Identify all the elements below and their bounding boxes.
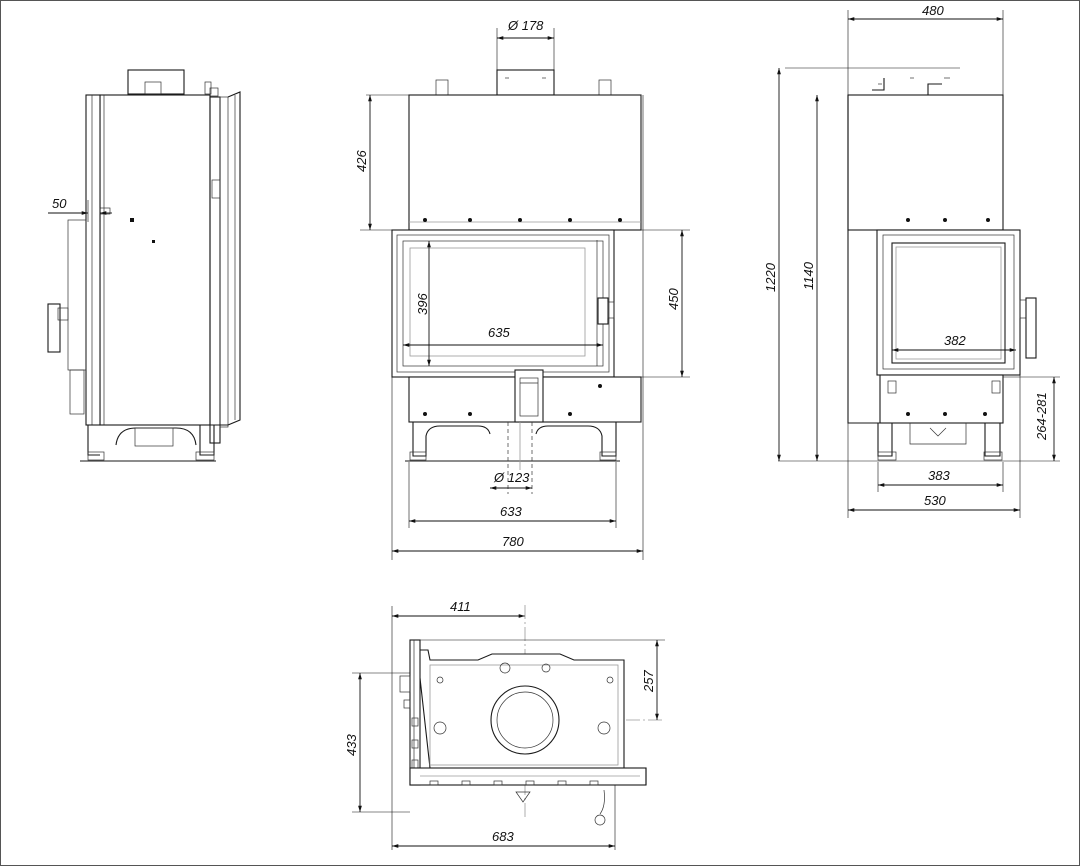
dim-flue-diameter: Ø 178 bbox=[507, 18, 544, 33]
dim-height-body: 1140 bbox=[801, 261, 816, 290]
dim-depth: 530 bbox=[924, 493, 946, 508]
dim-total-width: 780 bbox=[502, 534, 524, 549]
dim-air-inlet: Ø 123 bbox=[493, 470, 530, 485]
dim-glass-width-side: 382 bbox=[944, 333, 966, 348]
dim-depth-top: 480 bbox=[922, 3, 944, 18]
dim-glass-height: 396 bbox=[415, 293, 430, 315]
top-view: 411 257 bbox=[344, 599, 665, 850]
dim-axis-depth: 257 bbox=[641, 670, 656, 693]
side-view-right: 480 382 bbox=[763, 3, 1060, 518]
dim-glass-width: 635 bbox=[488, 325, 510, 340]
dim-top-depth: 433 bbox=[344, 734, 359, 756]
front-view: Ø 178 396 635 bbox=[354, 18, 690, 560]
dim-top-width: 683 bbox=[492, 829, 514, 844]
dim-axis-offset: 411 bbox=[450, 599, 471, 614]
dim-height-total: 1220 bbox=[763, 262, 778, 292]
dim-top-height: 426 bbox=[354, 150, 369, 172]
dim-door-height: 450 bbox=[666, 288, 681, 310]
dim-leg-span-side: 383 bbox=[928, 468, 950, 483]
side-view-left: 50 bbox=[47, 69, 241, 462]
dim-leg-span: 633 bbox=[500, 504, 522, 519]
dim-leg-height: 264-281 bbox=[1034, 392, 1049, 441]
dim-side-offset: 50 bbox=[52, 196, 67, 211]
